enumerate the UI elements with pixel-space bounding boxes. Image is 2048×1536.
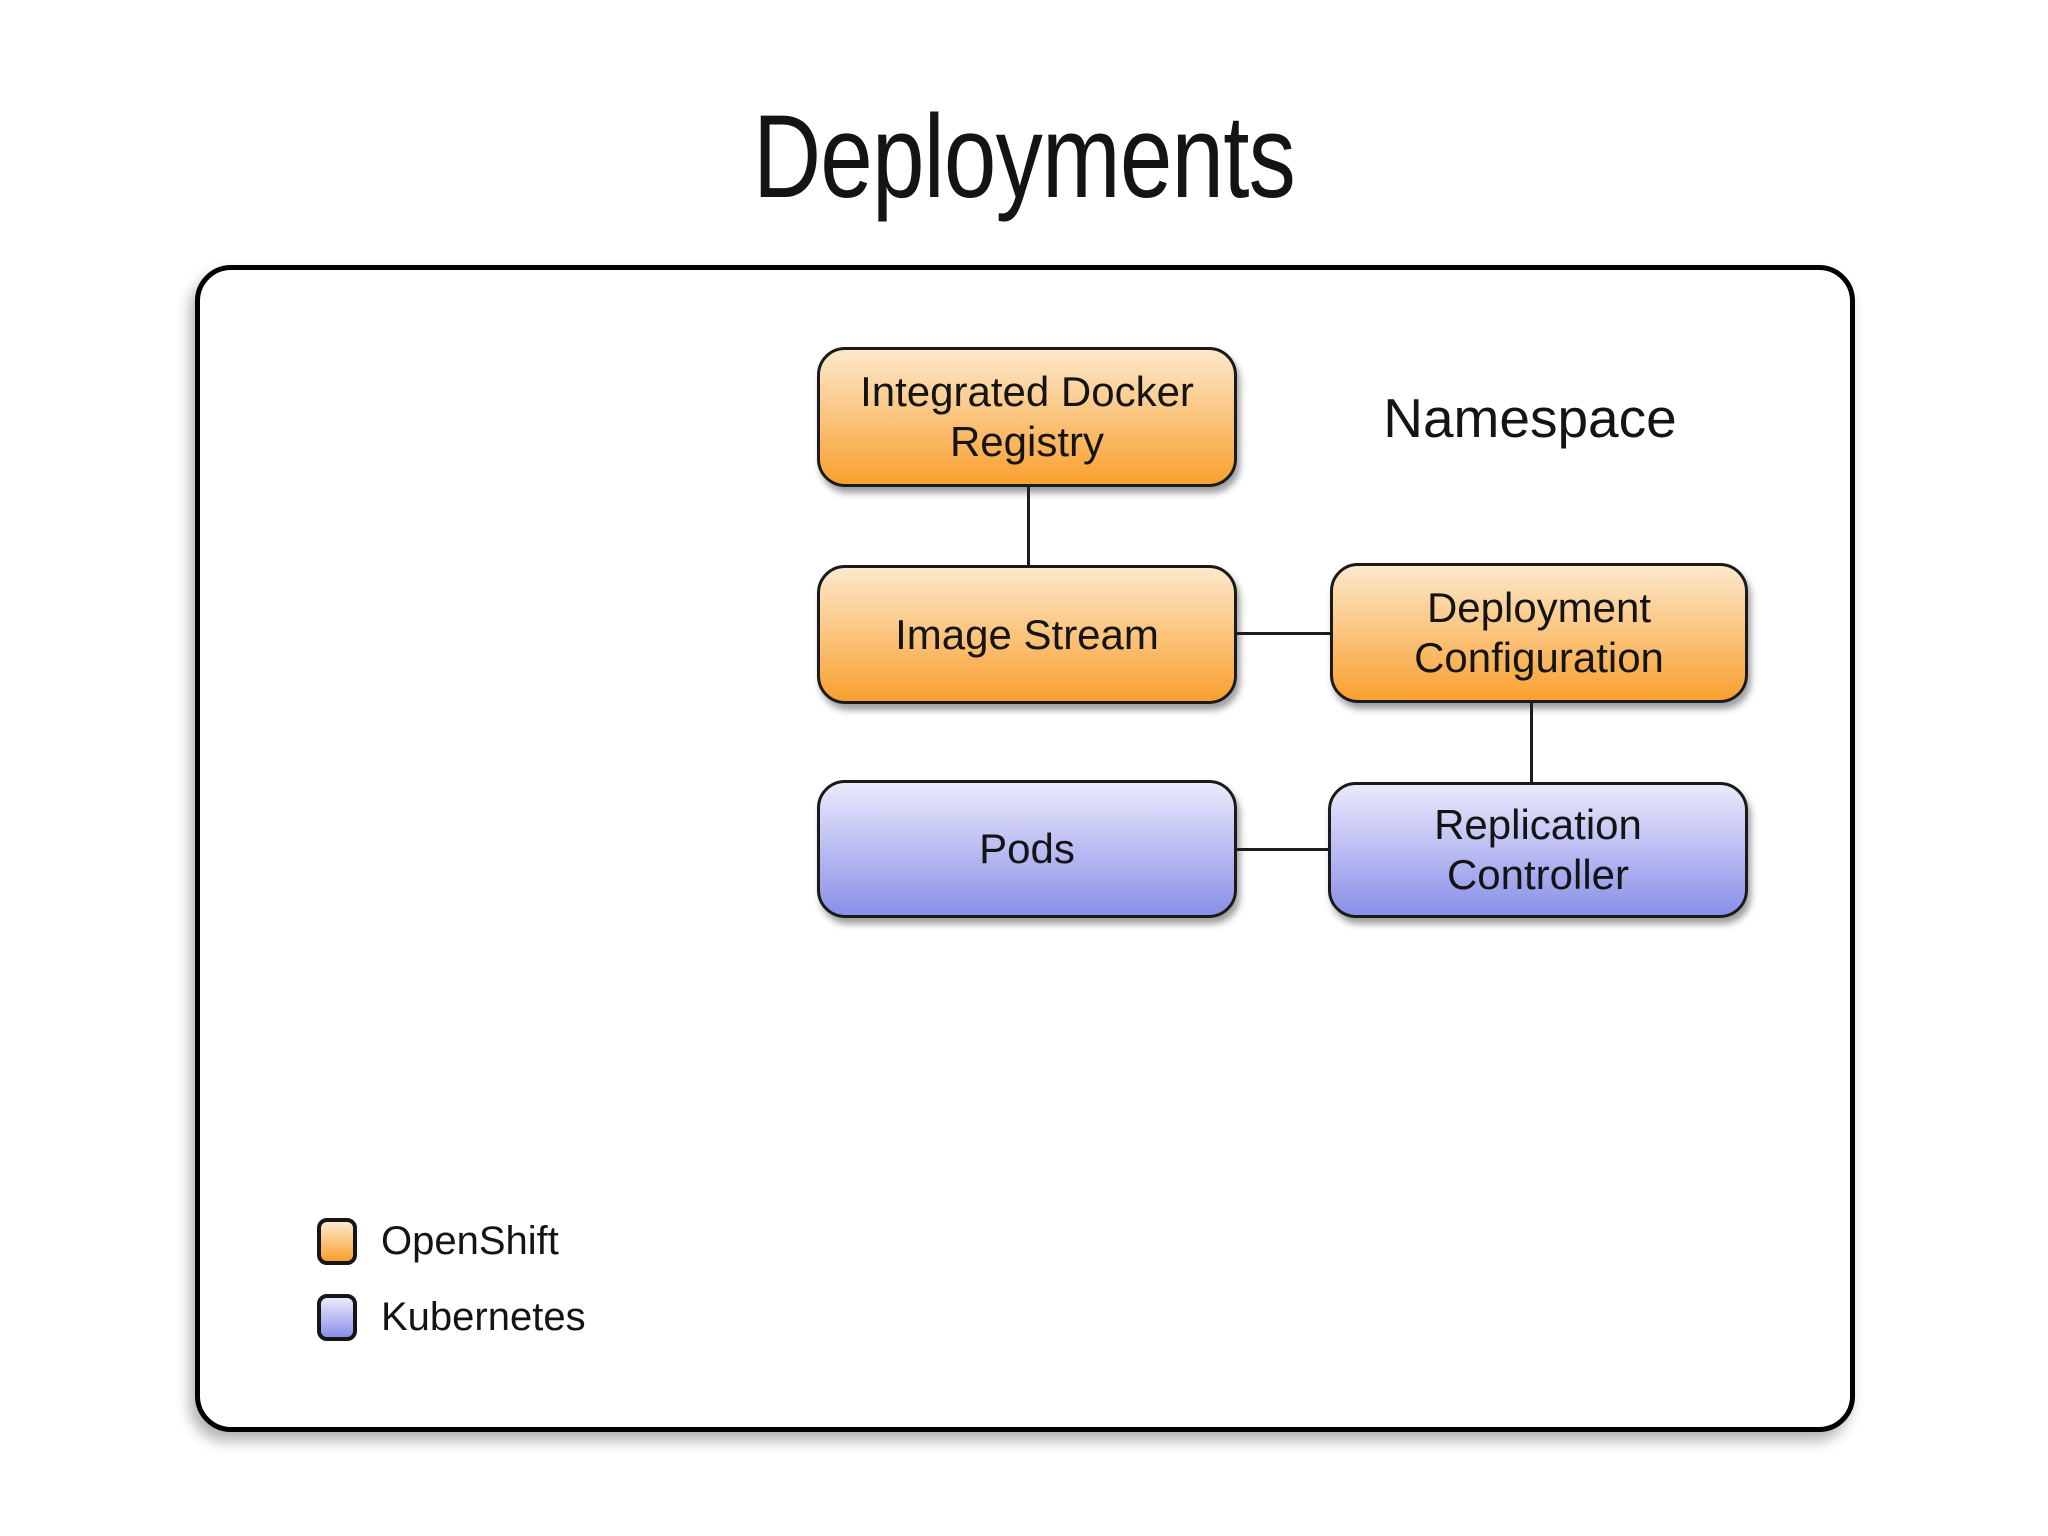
node-deployment-configuration: Deployment Configuration xyxy=(1330,563,1748,703)
node-integrated-docker-registry: Integrated Docker Registry xyxy=(817,347,1237,487)
legend: OpenShift Kubernetes xyxy=(317,1218,586,1370)
legend-label-openshift: OpenShift xyxy=(381,1219,559,1263)
edge-registry-imagestream xyxy=(1027,487,1030,566)
node-replication-controller: Replication Controller xyxy=(1328,782,1748,918)
edge-deploymentconfig-replicationcontroller xyxy=(1530,703,1533,783)
edge-imagestream-deploymentconfig xyxy=(1237,632,1332,635)
legend-label-kubernetes: Kubernetes xyxy=(381,1295,586,1339)
node-label-pods: Pods xyxy=(979,825,1075,873)
node-label-image-stream: Image Stream xyxy=(895,610,1159,658)
legend-item-openshift: OpenShift xyxy=(317,1218,586,1265)
openshift-color-swatch xyxy=(317,1218,357,1265)
node-label-deployment-configuration: Deployment Configuration xyxy=(1414,584,1664,681)
edge-pods-replicationcontroller xyxy=(1237,848,1330,851)
namespace-container: Namespace Integrated Docker Registry Ima… xyxy=(195,265,1855,1432)
node-pods: Pods xyxy=(817,780,1237,918)
node-image-stream: Image Stream xyxy=(817,565,1237,704)
legend-item-kubernetes: Kubernetes xyxy=(317,1294,586,1341)
kubernetes-color-swatch xyxy=(317,1294,357,1341)
page-title: Deployments xyxy=(752,91,1296,223)
namespace-label: Namespace xyxy=(1383,387,1677,449)
node-label-replication-controller: Replication Controller xyxy=(1434,801,1642,898)
node-label-integrated-docker-registry: Integrated Docker Registry xyxy=(860,368,1194,465)
